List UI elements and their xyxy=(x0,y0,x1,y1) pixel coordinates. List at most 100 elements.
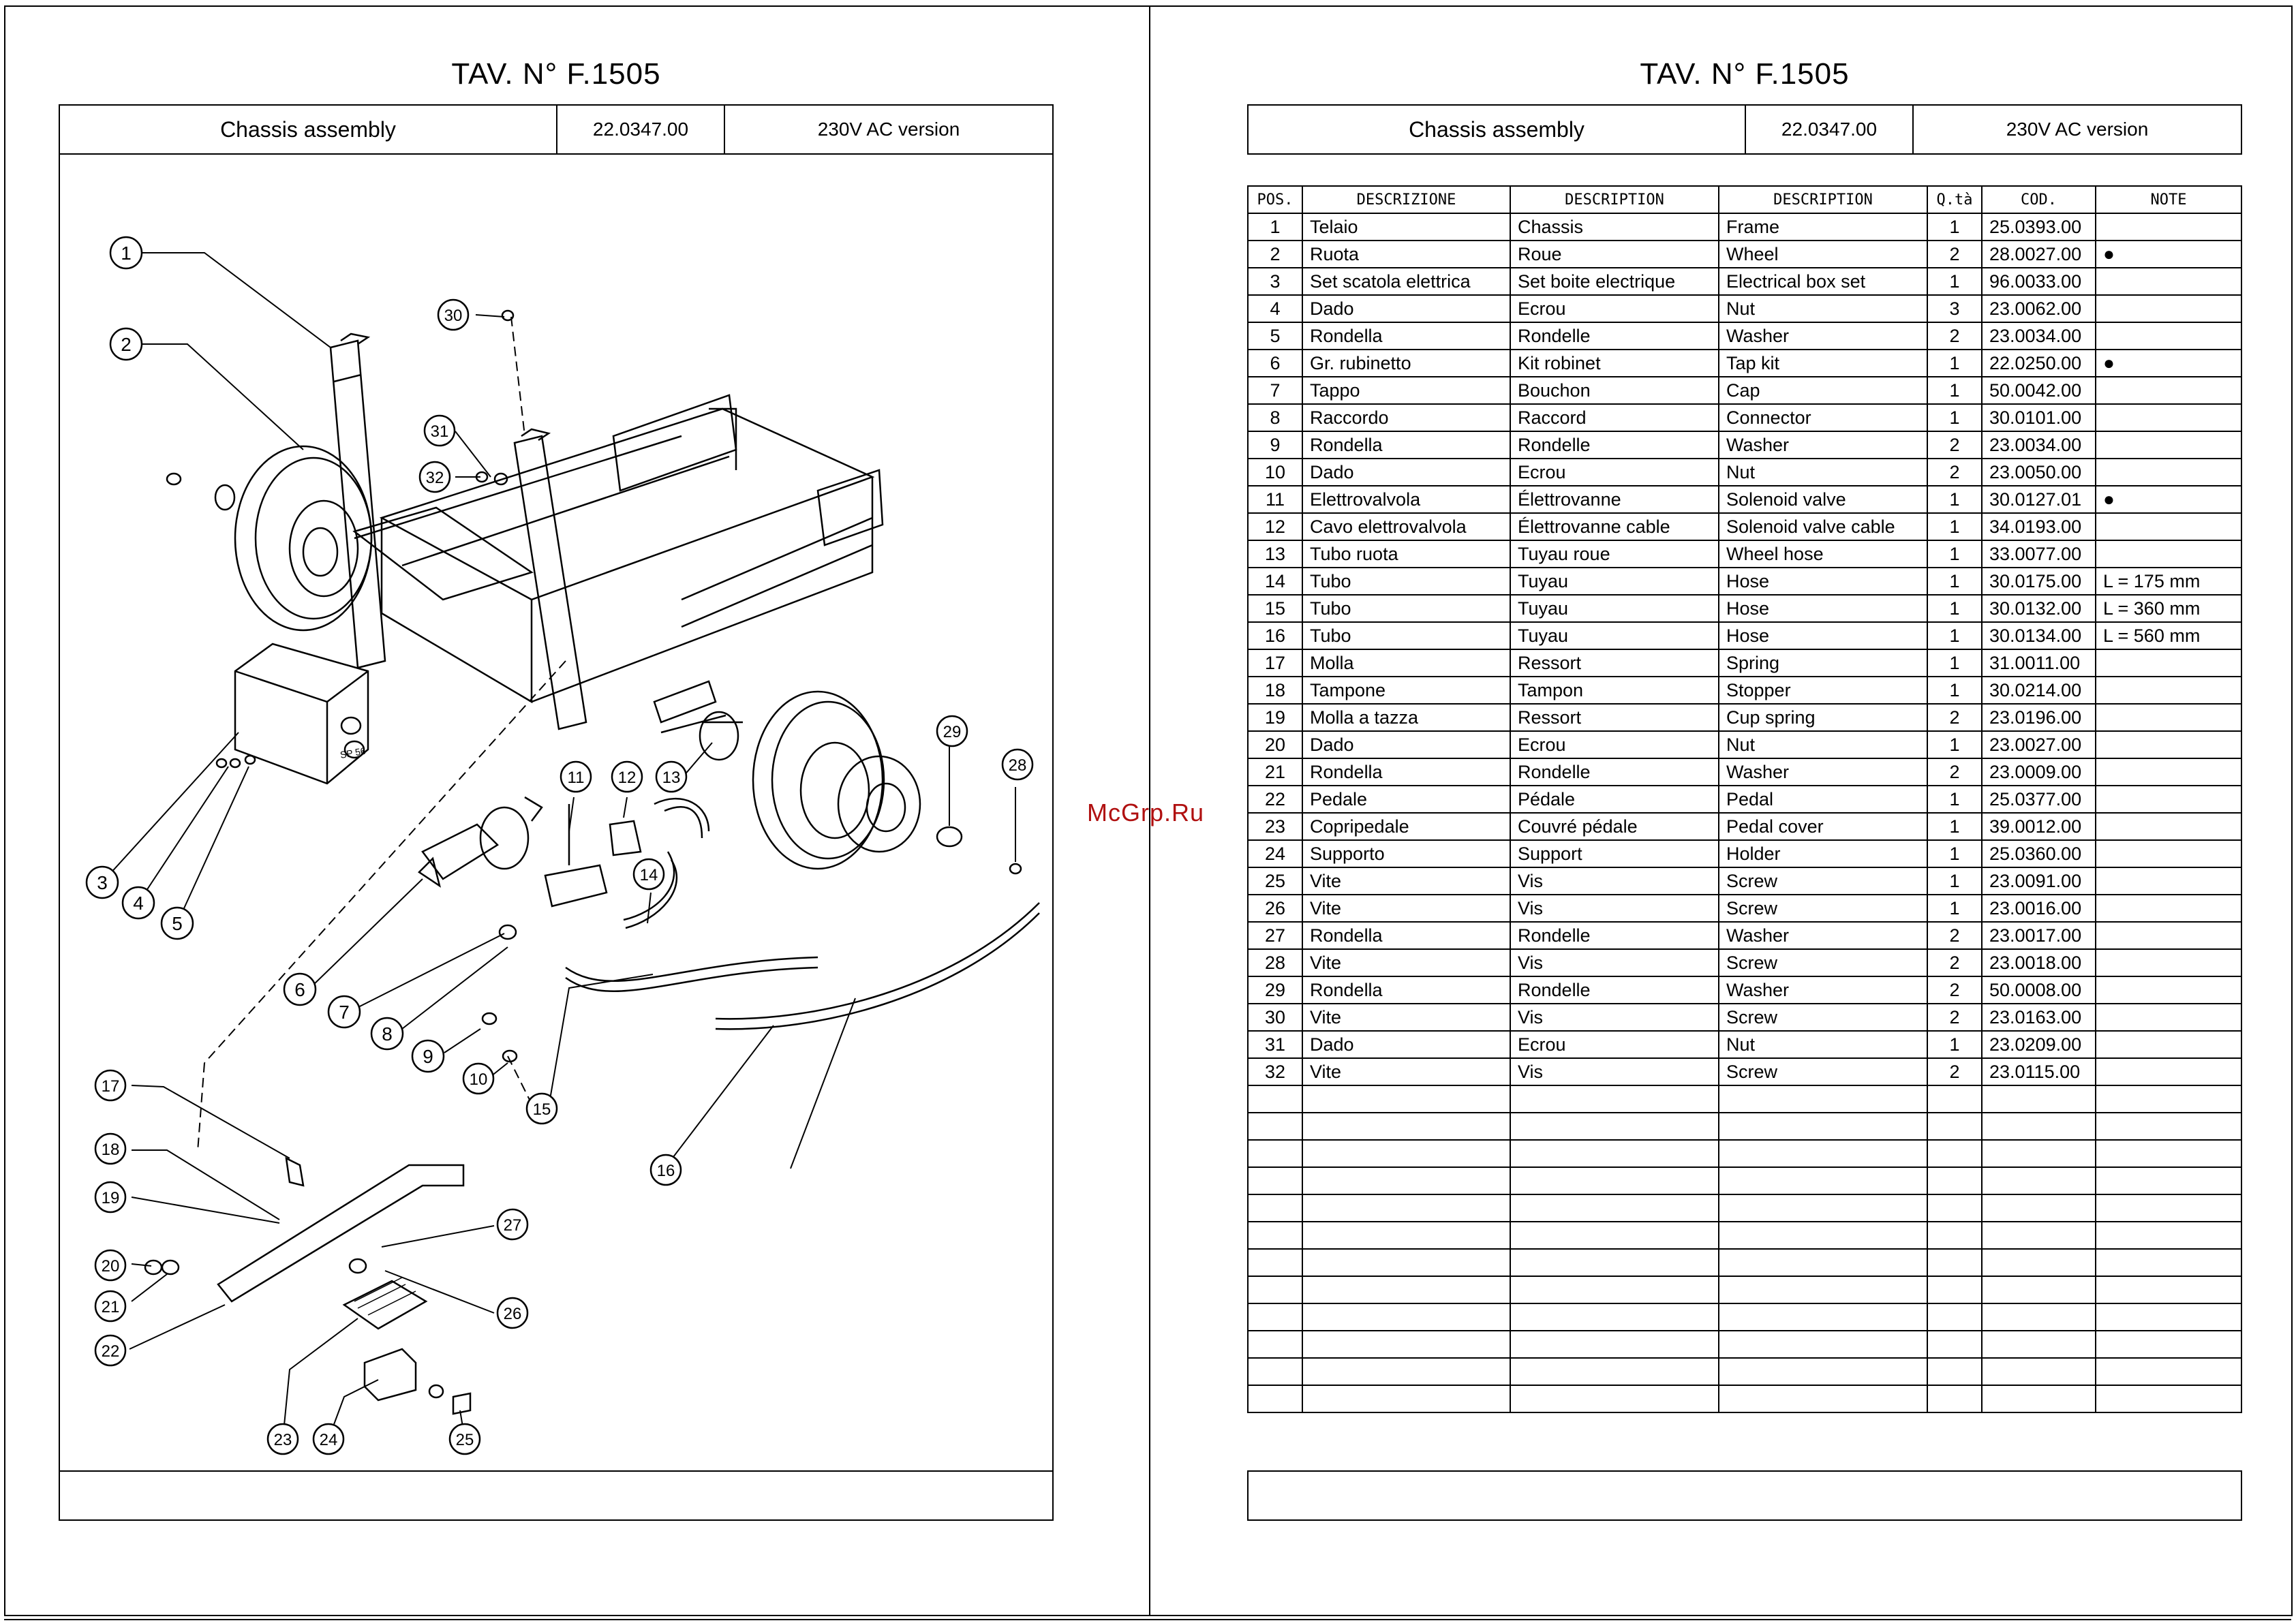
descrizione-cell: Rondella xyxy=(1302,921,1511,950)
qty-cell: 1 xyxy=(1927,730,1983,759)
note-cell xyxy=(2095,1139,2242,1168)
svg-text:28: 28 xyxy=(1009,756,1027,775)
callout-27: 27 xyxy=(496,1208,529,1241)
descrizione-cell xyxy=(1302,1194,1511,1222)
note-cell xyxy=(2095,1221,2242,1250)
left-page-border xyxy=(4,5,1150,1616)
code-cell: 30.0134.00 xyxy=(1981,621,2096,650)
pos-cell: 10 xyxy=(1247,458,1303,486)
pos-cell xyxy=(1247,1166,1303,1195)
qty-cell xyxy=(1927,1194,1983,1222)
callout-8: 8 xyxy=(370,1017,404,1051)
code-cell: 23.0034.00 xyxy=(1981,431,2096,459)
svg-text:1: 1 xyxy=(121,243,132,264)
svg-text:22: 22 xyxy=(102,1342,120,1361)
description-en-cell: Connector xyxy=(1718,403,1928,432)
code-cell: 50.0008.00 xyxy=(1981,976,2096,1004)
description-fr-cell: Tuyau xyxy=(1510,567,1719,596)
pos-cell xyxy=(1247,1221,1303,1250)
description-en-cell: Washer xyxy=(1718,976,1928,1004)
descrizione-cell: Supporto xyxy=(1302,839,1511,868)
code-cell: 23.0091.00 xyxy=(1981,867,2096,895)
qty-cell xyxy=(1927,1112,1983,1141)
descrizione-cell: Tubo ruota xyxy=(1302,540,1511,568)
qty-cell xyxy=(1927,1385,1983,1413)
watermark-text: McGrp.Ru xyxy=(1087,799,1205,826)
qty-cell: 1 xyxy=(1927,267,1983,296)
pos-cell: 6 xyxy=(1247,349,1303,377)
svg-text:31: 31 xyxy=(431,422,449,441)
description-fr-cell: Vis xyxy=(1510,894,1719,923)
note-cell xyxy=(2095,322,2242,350)
callout-2: 2 xyxy=(109,327,143,361)
note-cell xyxy=(2095,1112,2242,1141)
description-en-cell xyxy=(1718,1139,1928,1168)
callout-23: 23 xyxy=(266,1423,299,1455)
description-en-cell: Frame xyxy=(1718,213,1928,241)
drawing-frame xyxy=(59,152,1054,1470)
note-cell xyxy=(2095,1194,2242,1222)
code-cell: 23.0034.00 xyxy=(1981,322,2096,350)
code-cell: 50.0042.00 xyxy=(1981,376,2096,405)
svg-text:6: 6 xyxy=(294,979,305,1000)
description-fr-cell: Vis xyxy=(1510,948,1719,977)
pos-cell: 12 xyxy=(1247,512,1303,541)
pos-cell xyxy=(1247,1085,1303,1113)
svg-text:16: 16 xyxy=(657,1162,675,1180)
qty-cell xyxy=(1927,1139,1983,1168)
col-description-en: DESCRIPTION xyxy=(1718,185,1928,214)
code-cell xyxy=(1981,1330,2096,1359)
descrizione-cell xyxy=(1302,1303,1511,1331)
svg-text:7: 7 xyxy=(339,1002,350,1023)
pos-cell xyxy=(1247,1276,1303,1304)
description-fr-cell xyxy=(1510,1085,1719,1113)
descrizione-cell: Tampone xyxy=(1302,676,1511,705)
descrizione-cell: Rondella xyxy=(1302,431,1511,459)
qty-cell xyxy=(1927,1330,1983,1359)
code-cell xyxy=(1981,1357,2096,1386)
descrizione-cell: Set scatola elettrica xyxy=(1302,267,1511,296)
description-en-cell: Nut xyxy=(1718,1030,1928,1059)
description-en-cell xyxy=(1718,1248,1928,1277)
description-en-cell xyxy=(1718,1276,1928,1304)
table-row xyxy=(1247,1221,2242,1250)
descrizione-cell: Tubo xyxy=(1302,621,1511,650)
qty-cell xyxy=(1927,1276,1983,1304)
pos-cell: 20 xyxy=(1247,730,1303,759)
qty-cell: 2 xyxy=(1927,1003,1983,1032)
right-header-bar: Chassis assembly 22.0347.00 230V AC vers… xyxy=(1247,104,2242,155)
note-cell: ● xyxy=(2095,240,2242,268)
qty-cell: 1 xyxy=(1927,567,1983,596)
description-fr-cell: Set boite electrique xyxy=(1510,267,1719,296)
description-fr-cell: Ecrou xyxy=(1510,1030,1719,1059)
code-cell: 96.0033.00 xyxy=(1981,267,2096,296)
pos-cell: 28 xyxy=(1247,948,1303,977)
pos-cell: 29 xyxy=(1247,976,1303,1004)
description-en-cell: Electrical box set xyxy=(1718,267,1928,296)
svg-text:9: 9 xyxy=(423,1046,433,1067)
callout-21: 21 xyxy=(94,1290,127,1323)
descrizione-cell: Gr. rubinetto xyxy=(1302,349,1511,377)
qty-cell: 1 xyxy=(1927,839,1983,868)
descrizione-cell: Rondella xyxy=(1302,758,1511,786)
pos-cell: 30 xyxy=(1247,1003,1303,1032)
assembly-version-right: 230V AC version xyxy=(2006,119,2149,140)
assembly-name: Chassis assembly xyxy=(60,106,557,153)
qty-cell: 1 xyxy=(1927,812,1983,841)
description-fr-cell xyxy=(1510,1112,1719,1141)
description-fr-cell: Vis xyxy=(1510,1057,1719,1086)
code-cell: 23.0009.00 xyxy=(1981,758,2096,786)
parts-table-header: POS. DESCRIZIONE DESCRIPTION DESCRIPTION… xyxy=(1247,185,2242,214)
code-cell xyxy=(1981,1385,2096,1413)
code-cell: 23.0062.00 xyxy=(1981,294,2096,323)
assembly-code-right: 22.0347.00 xyxy=(1746,106,1914,153)
pos-cell: 25 xyxy=(1247,867,1303,895)
